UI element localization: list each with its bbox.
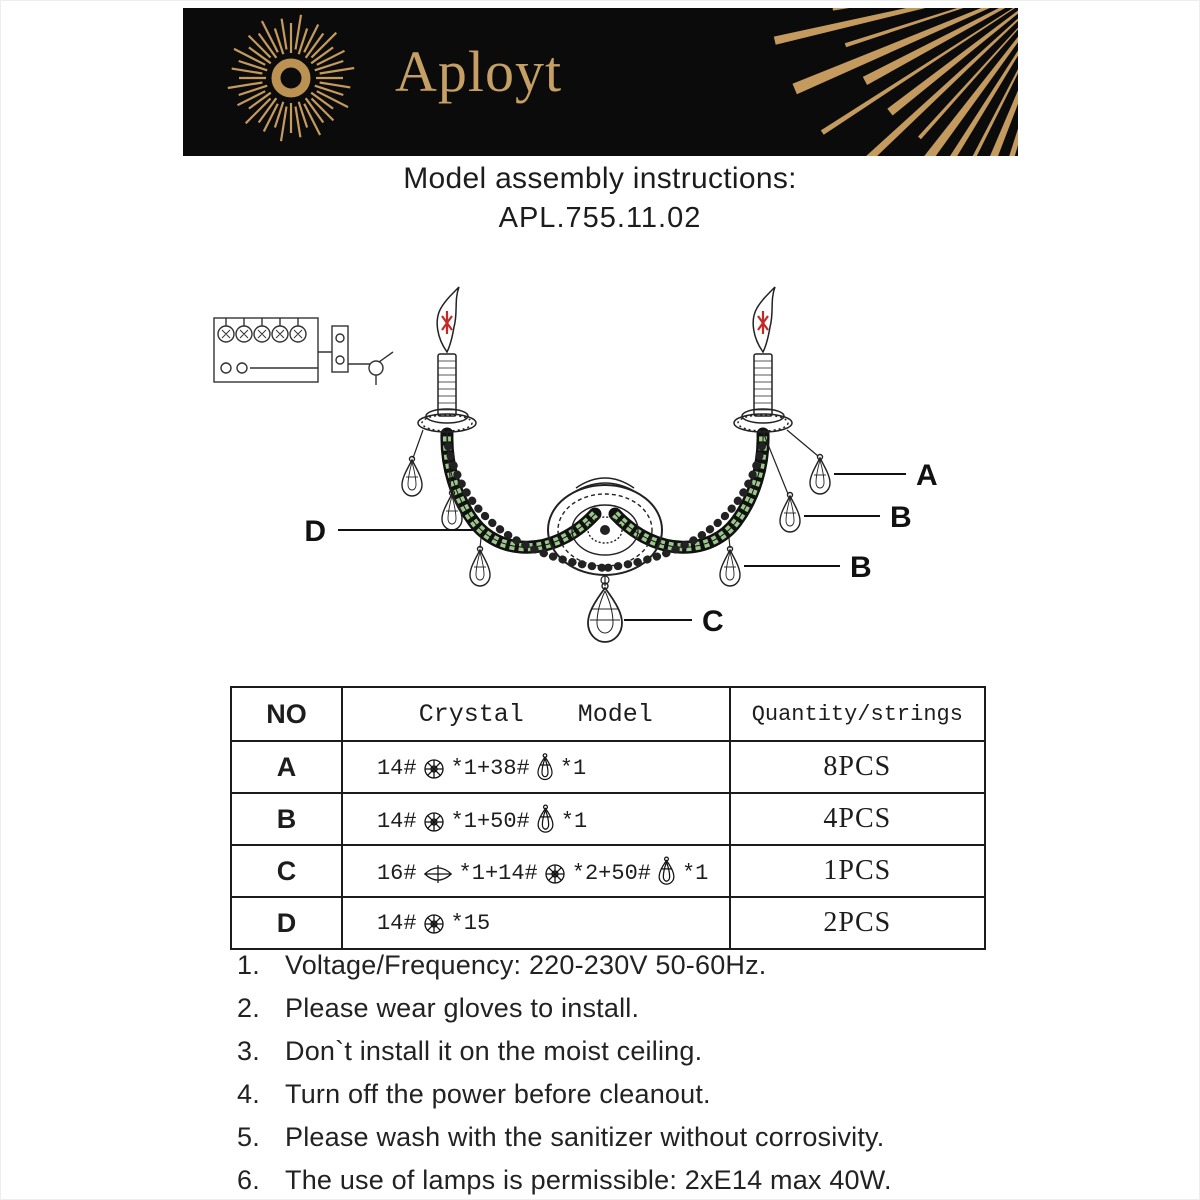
instruction-item: 5. Please wash with the sanitizer withou… — [237, 1122, 885, 1152]
candle-left — [417, 286, 477, 433]
part-label-a: A — [834, 459, 938, 492]
table-row: C 16#*1+14#*2+50#*1 1PCS — [230, 844, 987, 898]
part-label-c: C — [624, 605, 724, 638]
label-b-top: B — [890, 501, 912, 534]
header-word-model: Model — [577, 699, 653, 729]
instruction-list: 1. Voltage/Frequency: 220-230V 50-60Hz. … — [237, 950, 892, 1200]
part-label-b-bottom: B — [744, 551, 872, 584]
table-row: D 14#*15 2PCS — [230, 896, 987, 950]
row-qty: 2PCS — [728, 896, 987, 950]
label-c: C — [702, 605, 724, 638]
row-qty: 8PCS — [728, 740, 987, 794]
crystal-chains — [412, 429, 819, 586]
teardrop-crystal-icon — [537, 804, 554, 833]
wiring-diagram — [213, 317, 394, 385]
round-crystal-icon — [423, 759, 444, 779]
row-model: 14#*1+38#*1 — [340, 740, 731, 794]
instruction-item: 4. Turn off the power before cleanout. — [237, 1079, 711, 1109]
part-labels: D A B B C — [304, 459, 937, 638]
corner-rays-icon — [773, 8, 1018, 156]
label-d: D — [304, 515, 326, 548]
round-crystal-icon — [423, 913, 444, 934]
instruction-item: 1. Voltage/Frequency: 220-230V 50-60Hz. — [237, 950, 767, 980]
starburst-logo-icon — [227, 14, 355, 142]
banner-decoration — [227, 8, 1018, 156]
assembly-diagram: D A B B C — [180, 268, 1020, 680]
row-no: B — [230, 792, 343, 846]
bead-swags — [444, 442, 766, 572]
table-row: A 14#*1+38#*1 8PCS — [230, 740, 987, 794]
round-crystal-icon — [423, 812, 444, 832]
col-header-quantity: Quantity/strings — [728, 686, 987, 742]
row-model: 16#*1+14#*2+50#*1 — [340, 844, 731, 898]
crystal-parts-table: NO Crystal Model Quantity/strings A 14#*… — [230, 686, 987, 950]
flame-icon — [757, 311, 769, 334]
row-no: D — [230, 896, 343, 950]
starburst-ring — [271, 58, 311, 98]
row-model: 14#*1+50#*1 — [340, 792, 731, 846]
flame-icon — [441, 311, 453, 334]
row-qty: 1PCS — [728, 844, 987, 898]
instruction-item: 6. The use of lamps is permissible: 2xE1… — [237, 1165, 892, 1195]
label-a: A — [916, 459, 938, 492]
instruction-item: 2. Please wear gloves to install. — [237, 993, 640, 1023]
row-no: A — [230, 740, 343, 794]
col-header-crystal-model: Crystal Model — [340, 686, 731, 742]
table-header-row: NO Crystal Model Quantity/strings — [230, 686, 987, 742]
candle-right — [733, 286, 793, 433]
instruction-item: 3. Don`t install it on the moist ceiling… — [237, 1036, 703, 1066]
row-model: 14#*15 — [340, 896, 731, 950]
title-block: Model assembly instructions: APL.755.11.… — [0, 162, 1200, 235]
row-no: C — [230, 844, 343, 898]
table-row: B 14#*1+50#*1 4PCS — [230, 792, 987, 846]
brand-banner: Aployt — [183, 8, 1018, 156]
col-header-no: NO — [230, 686, 343, 742]
part-label-d: D — [304, 515, 476, 548]
part-label-b-top: B — [804, 501, 912, 534]
row-qty: 4PCS — [728, 792, 987, 846]
page-title: Model assembly instructions: — [403, 162, 797, 195]
teardrop-crystal-icon — [537, 753, 553, 781]
model-number: APL.755.11.02 — [498, 202, 702, 234]
label-b-bottom: B — [850, 551, 872, 584]
header-word-crystal: Crystal — [418, 699, 524, 729]
teardrop-crystal-icon — [658, 856, 675, 885]
brand-logo-text: Aployt — [395, 39, 563, 104]
round-crystal-icon — [545, 864, 565, 884]
marquise-crystal-icon — [423, 865, 452, 883]
crystal-drops — [401, 453, 831, 643]
